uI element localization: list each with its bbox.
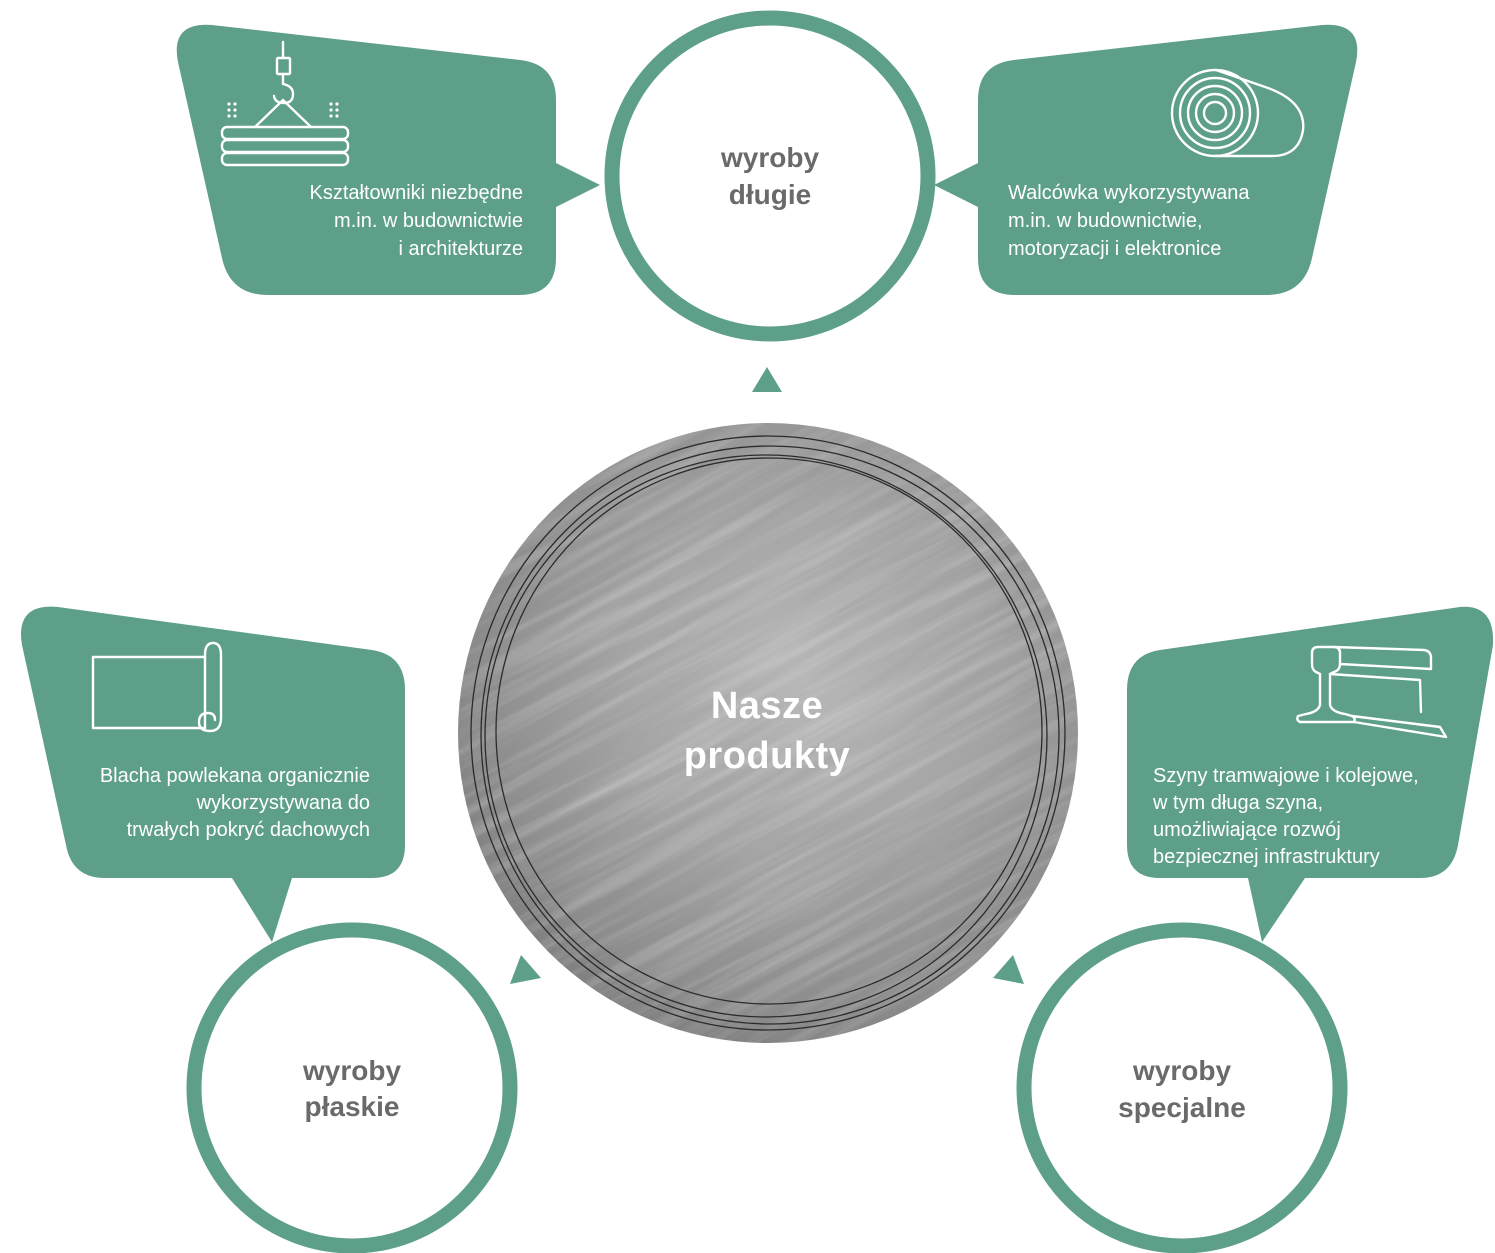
wire-rod-coil-icon <box>1170 68 1305 158</box>
product-description-line: bezpiecznej infrastruktury <box>1153 846 1380 868</box>
engraved-ring-2 <box>480 445 1060 1025</box>
product-description-line: Kształtowniki niezbędne <box>310 182 523 204</box>
product-description-line: i architekturze <box>399 238 524 260</box>
category-flat-products: Blacha powlekana organicznie wykorzystyw… <box>21 606 518 1253</box>
category-circle-long <box>604 10 936 342</box>
product-bubble-wire-rod: Walcówka wykorzystywana m.in. w budownic… <box>934 24 1358 295</box>
category-circle-special <box>1016 922 1348 1253</box>
product-description-line: Szyny tramwajowe i kolejowe, <box>1153 765 1419 787</box>
crane-hook-beams-icon <box>220 40 350 167</box>
product-description-line: m.in. w budownictwie <box>334 210 523 232</box>
product-description-line: w tym długa szyna, <box>1152 792 1323 814</box>
arrow-to-special-products <box>993 955 1024 984</box>
product-bubble-sections: Kształtowniki niezbędne m.in. w budownic… <box>176 24 600 295</box>
bubble-shape <box>176 24 600 295</box>
bubble-shape <box>1127 606 1494 942</box>
bubble-shape <box>934 24 1358 295</box>
category-long-products: Kształtowniki niezbędne m.in. w budownic… <box>176 10 1358 342</box>
arrow-to-long-products <box>752 367 782 392</box>
product-description-line: trwałych pokryć dachowych <box>127 819 370 841</box>
category-title-line-1: wyroby <box>1132 1055 1231 1086</box>
category-title-line-2: długie <box>729 179 811 210</box>
coated-sheet-roll-icon <box>91 641 223 733</box>
category-special-products: Szyny tramwajowe i kolejowe, w tym długa… <box>1016 606 1494 1253</box>
product-description-line: umożliwiające rozwój <box>1153 819 1341 841</box>
engraved-ring-1 <box>470 435 1066 1031</box>
category-title-line-1: wyroby <box>720 142 819 173</box>
product-description-line: wykorzystywana do <box>196 792 370 814</box>
product-bubble-coated-sheet: Blacha powlekana organicznie wykorzystyw… <box>21 606 406 942</box>
engraved-ring-4 <box>495 457 1043 1005</box>
engraved-ring-3 <box>484 454 1048 1018</box>
product-bubble-rails: Szyny tramwajowe i kolejowe, w tym długa… <box>1127 606 1494 942</box>
category-title-line-2: specjalne <box>1118 1092 1246 1123</box>
center-title-line-1: Nasze <box>711 685 823 727</box>
category-title-line-1: wyroby <box>302 1055 401 1086</box>
bubble-shape <box>21 606 406 942</box>
product-description-line: Blacha powlekana organicznie <box>100 765 370 787</box>
category-title-line-2: płaskie <box>305 1091 400 1122</box>
product-description-line: motoryzacji i elektronice <box>1008 238 1221 260</box>
center-title-line-2: produkty <box>684 735 851 777</box>
category-circle-flat <box>186 922 518 1253</box>
product-description-line: m.in. w budownictwie, <box>1008 210 1203 232</box>
arrow-to-flat-products <box>510 955 541 984</box>
product-description-line: Walcówka wykorzystywana <box>1008 182 1250 204</box>
rail-profile-icon <box>1296 645 1448 739</box>
